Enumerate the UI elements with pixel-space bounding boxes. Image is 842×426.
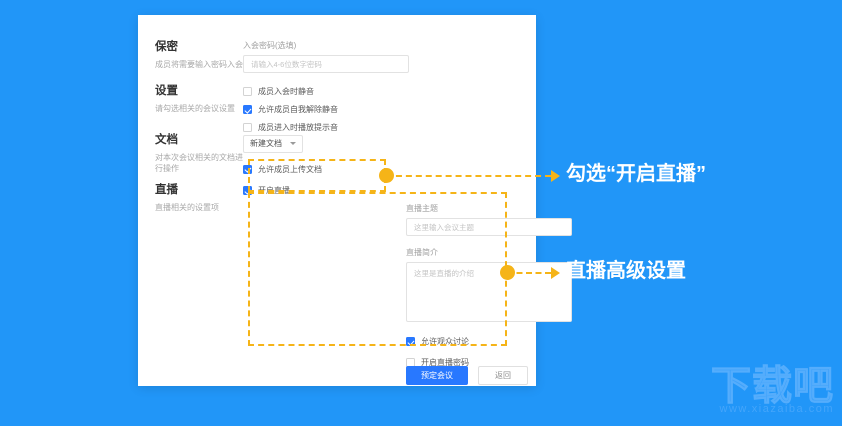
checkbox-row-allow-audience-discussion[interactable]: 允许观众讨论	[406, 334, 572, 349]
checkbox-row-enable-live[interactable]: 开启直播	[243, 183, 536, 198]
checkbox-play-entry-sound-label: 成员进入时播放提示音	[258, 123, 338, 132]
live-intro-label: 直播简介	[406, 248, 438, 257]
section-settings: 设置 请勾选相关的会议设置 成员入会时静音 允许成员自我解除静音 成员进入时播放…	[138, 84, 536, 138]
annotation-label-live-checkbox: 勾选“开启直播”	[566, 163, 706, 185]
checkbox-allow-self-unmute-label: 允许成员自我解除静音	[258, 105, 338, 114]
section-documents-description: 对本次会议相关的文档进行操作	[155, 153, 243, 173]
section-live-title: 直播	[155, 184, 178, 196]
join-password-label: 入会密码(选填)	[243, 41, 297, 50]
section-settings-labels: 设置 请勾选相关的会议设置	[138, 84, 243, 138]
section-documents: 文档 对本次会议相关的文档进行操作 新建文档 允许成员上传文档	[138, 133, 536, 180]
checkbox-row-mute-on-join[interactable]: 成员入会时静音	[243, 84, 536, 99]
back-button[interactable]: 返回	[478, 366, 528, 385]
meeting-settings-dialog: 保密 成员将需要输入密码入会 入会密码(选填) 请输入4-6位数字密码 设置 请…	[138, 15, 572, 386]
checkbox-allow-self-unmute-icon[interactable]	[243, 105, 252, 114]
section-settings-content: 成员入会时静音 允许成员自我解除静音 成员进入时播放提示音	[243, 84, 536, 138]
watermark-text: 下载吧	[711, 364, 834, 408]
section-settings-title: 设置	[155, 85, 178, 97]
section-privacy-content: 入会密码(选填) 请输入4-6位数字密码	[243, 40, 536, 73]
live-intro-textarea[interactable]: 这里是直播的介绍	[406, 262, 572, 322]
watermark-url: www.xiazaiba.com	[719, 403, 834, 415]
checkbox-allow-audience-discussion-label: 允许观众讨论	[421, 337, 469, 346]
checkbox-row-allow-upload-doc[interactable]: 允许成员上传文档	[243, 162, 536, 177]
annotation-arrow-1	[551, 170, 560, 182]
new-document-dropdown[interactable]: 新建文档	[243, 134, 303, 153]
section-live-description: 直播相关的设置项	[155, 203, 219, 212]
checkbox-allow-upload-doc-label: 允许成员上传文档	[258, 164, 322, 174]
section-privacy-description: 成员将需要输入密码入会	[155, 60, 243, 69]
book-meeting-button[interactable]: 预定会议	[406, 366, 468, 385]
section-documents-title: 文档	[155, 134, 178, 146]
dialog-action-buttons: 预定会议 返回	[406, 366, 528, 385]
section-privacy-title: 保密	[155, 41, 178, 53]
annotation-label-live-advanced: 直播高级设置	[566, 260, 686, 282]
section-documents-labels: 文档 对本次会议相关的文档进行操作	[138, 133, 243, 180]
checkbox-row-allow-self-unmute[interactable]: 允许成员自我解除静音	[243, 102, 536, 117]
checkbox-allow-upload-doc-icon[interactable]	[243, 164, 252, 174]
chevron-down-icon	[290, 142, 296, 145]
section-documents-content: 新建文档 允许成员上传文档	[243, 133, 536, 180]
site-watermark: 下载吧 www.xiazaiba.com	[684, 366, 834, 422]
checkbox-mute-on-join-icon[interactable]	[243, 87, 252, 96]
section-privacy-labels: 保密 成员将需要输入密码入会	[138, 40, 243, 73]
section-settings-description: 请勾选相关的会议设置	[155, 104, 235, 113]
section-live-labels: 直播 直播相关的设置项	[138, 183, 243, 213]
checkbox-mute-on-join-label: 成员入会时静音	[258, 87, 314, 96]
live-advanced-panel: 直播主题 这里输入会议主题 直播简介 这里是直播的介绍 允许观众讨论 开启直播密…	[406, 203, 572, 373]
checkbox-enable-live-icon[interactable]	[243, 186, 252, 195]
new-document-dropdown-label: 新建文档	[250, 139, 282, 148]
checkbox-enable-live-label: 开启直播	[258, 186, 290, 195]
checkbox-enable-live-password-label: 开启直播密码	[421, 358, 469, 367]
live-topic-input[interactable]: 这里输入会议主题	[406, 218, 572, 236]
checkbox-play-entry-sound-icon[interactable]	[243, 123, 252, 132]
checkbox-allow-audience-discussion-icon[interactable]	[406, 337, 415, 346]
join-password-input[interactable]: 请输入4-6位数字密码	[243, 55, 409, 73]
checkbox-row-play-entry-sound[interactable]: 成员进入时播放提示音	[243, 120, 536, 135]
section-privacy: 保密 成员将需要输入密码入会 入会密码(选填) 请输入4-6位数字密码	[138, 40, 536, 73]
live-topic-label: 直播主题	[406, 204, 438, 213]
